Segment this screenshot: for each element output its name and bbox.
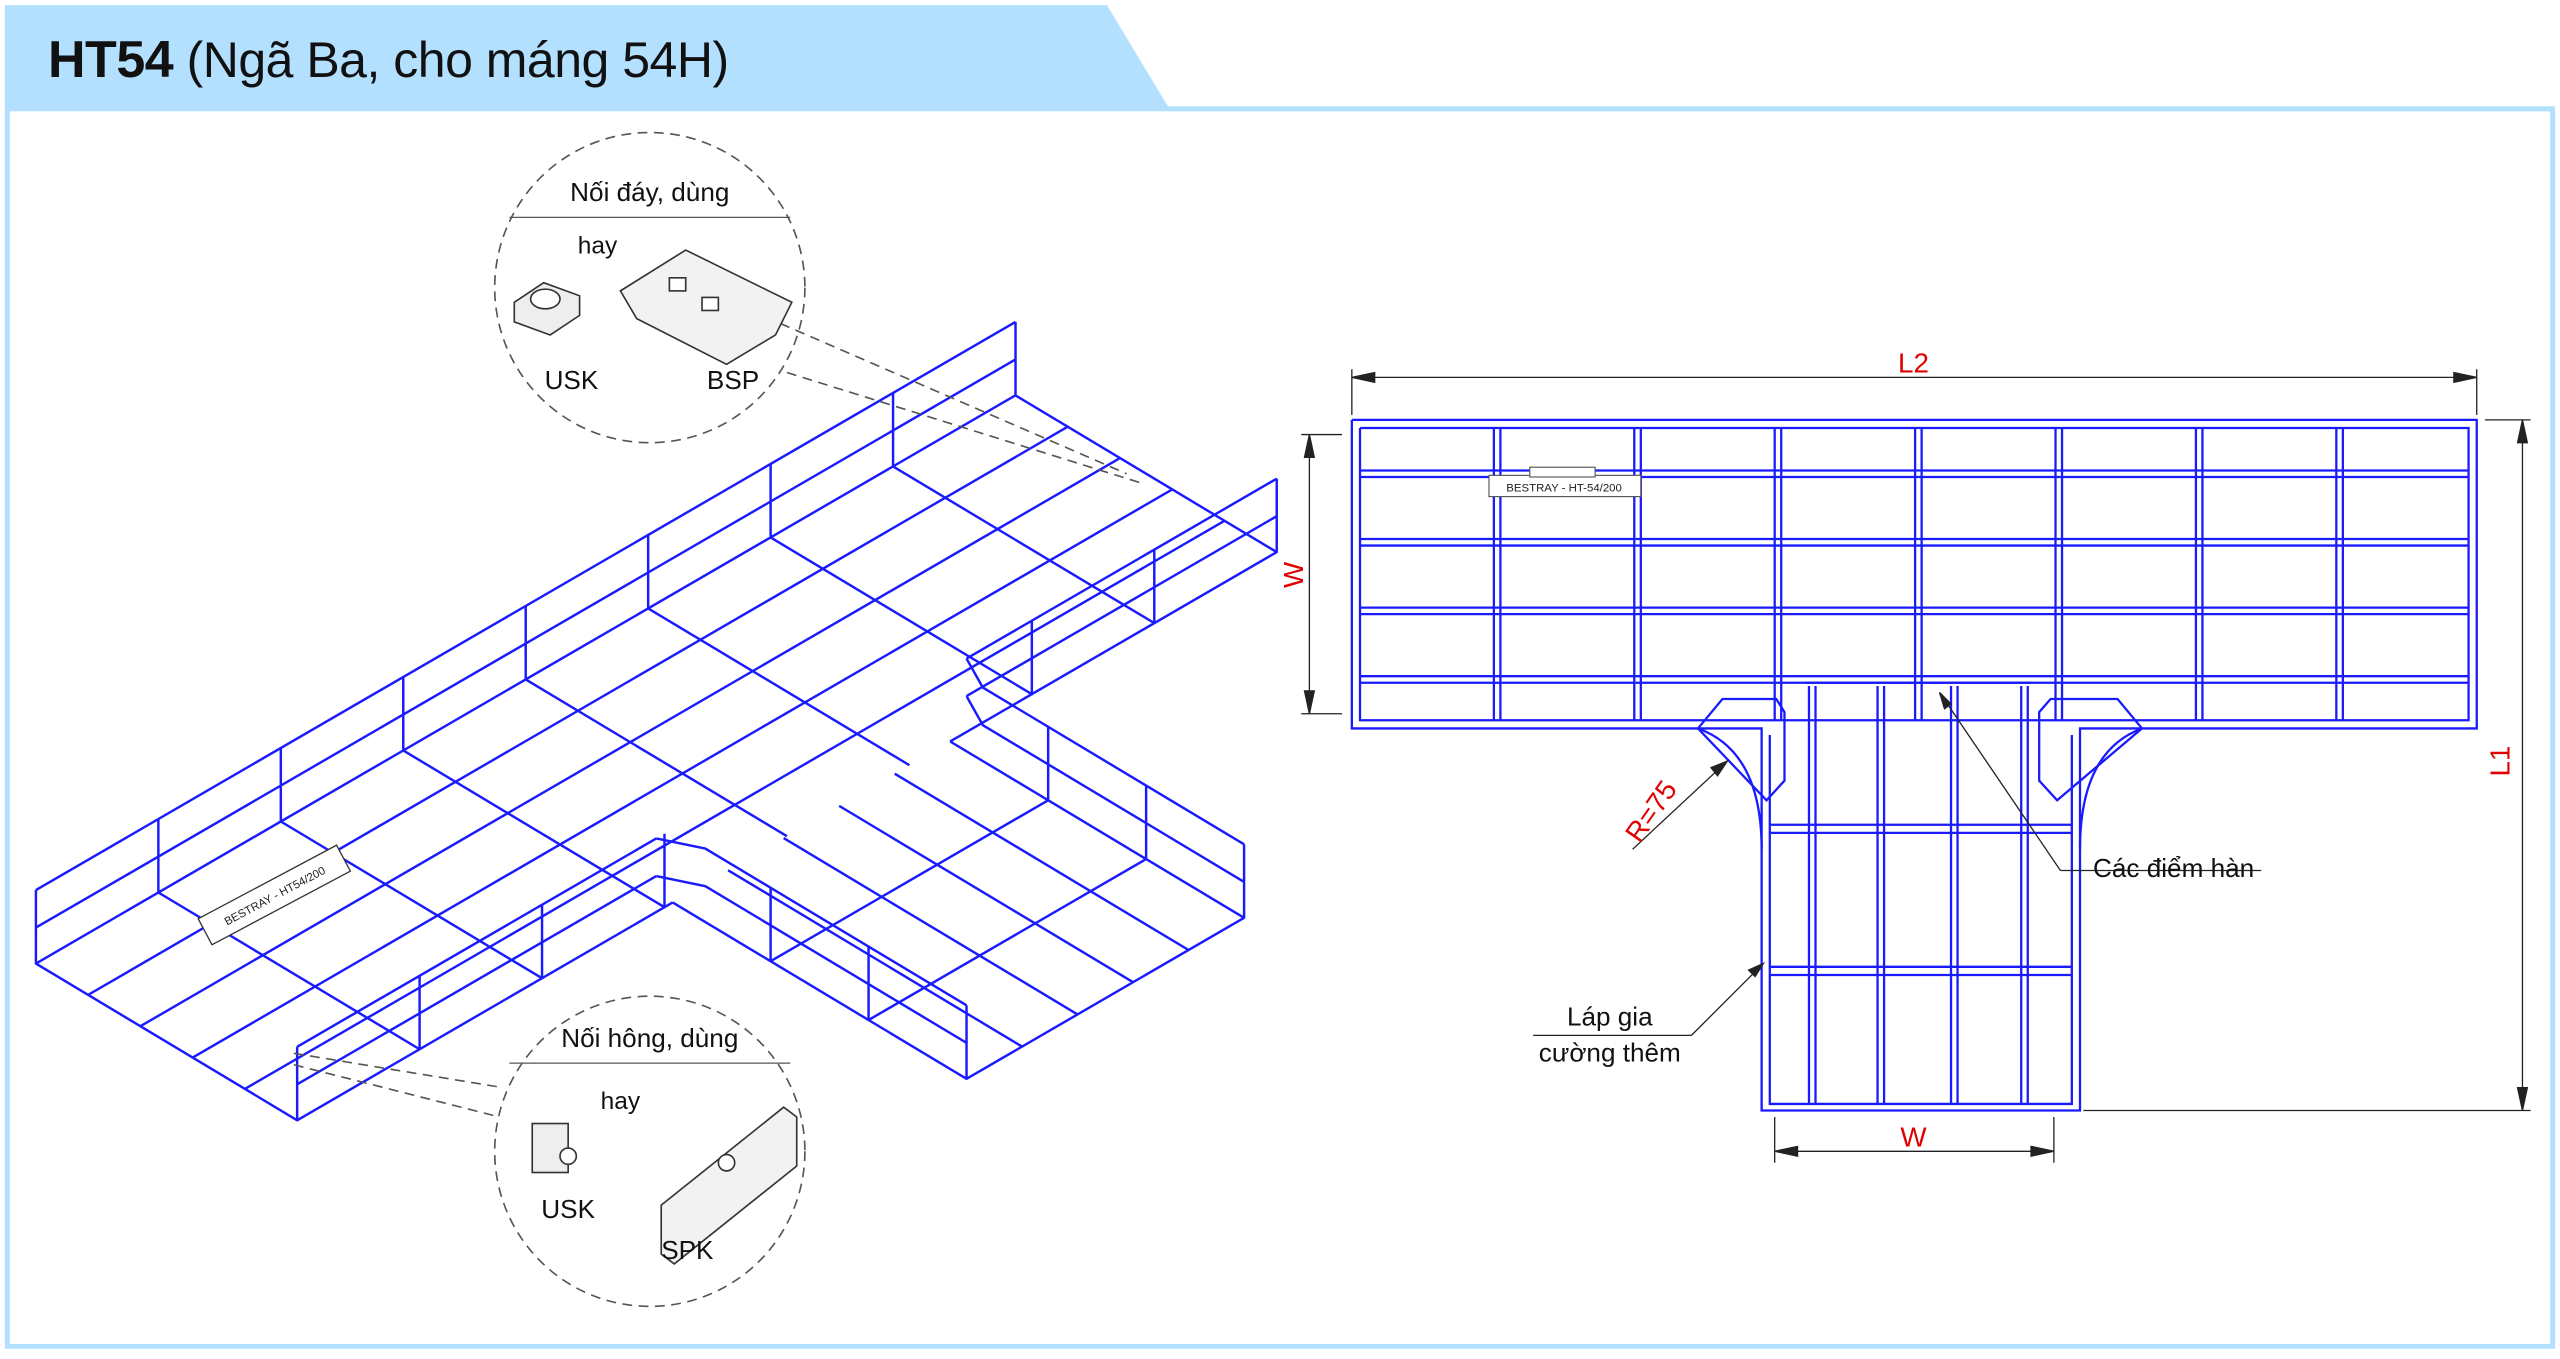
reinforcement-label-1: Láp gia: [1567, 1002, 1653, 1032]
iso-label-plate: BESTRAY - HT54/200: [197, 844, 352, 946]
iso-branch-side: [965, 657, 1245, 846]
iso-branch-side: [656, 837, 968, 1007]
iso-side-wire: [965, 477, 1278, 660]
iso-cross-wire: [402, 677, 666, 909]
dim-l2-label: L2: [1898, 348, 1929, 379]
dim-w-side-label: W: [1278, 561, 1309, 588]
iso-branch-wire: [783, 837, 1079, 1016]
plan-branch-inner: [1768, 734, 2073, 1106]
iso-cross-wire: [891, 392, 1156, 625]
plan-tray-label: BESTRAY - HT-54/200: [1506, 483, 1622, 495]
iso-cross-wire: [769, 463, 1034, 696]
iso-side-wire: [296, 874, 657, 1086]
iso-cross-wire: [1014, 321, 1278, 554]
iso-branch-cross: [867, 785, 1148, 1022]
iso-side-wire: [965, 515, 1278, 698]
iso-cross-wire: [34, 890, 299, 1122]
iso-cross-wire: [279, 748, 544, 980]
iso-cross-wire: [646, 534, 911, 767]
iso-cross-wire: [524, 605, 788, 838]
iso-branch-wire: [894, 772, 1190, 952]
iso-branch-cross: [965, 844, 1246, 1081]
callout-bottom-or: hay: [578, 232, 618, 259]
plan-inner-outline: [1358, 426, 2470, 722]
plan-reinforcement-left: [1697, 697, 1786, 802]
usk-clamp-icon: [513, 281, 581, 336]
callout-bottom-option1: USK: [545, 365, 599, 395]
plan-label-plate: BESTRAY - HT-54/200: [1488, 466, 1642, 498]
dimensions: [1301, 369, 2531, 1163]
callout-side-joint: Nối hông, dùng hay USK SPK: [293, 995, 806, 1308]
reinforcement-label-2: cường thêm: [1539, 1037, 1681, 1067]
plan-reinforcement-right: [2038, 697, 2143, 802]
iso-cross-wire: [157, 819, 421, 1051]
weld-points-label: Các điểm hàn: [2093, 853, 2254, 883]
plan-curve-right: [2078, 727, 2143, 850]
iso-branch-side: [656, 874, 968, 1044]
callout-side-option2: SPK: [661, 1235, 714, 1265]
callout-bottom-option2: BSP: [707, 365, 759, 395]
iso-branch-wire: [672, 901, 968, 1080]
plan-outline: [1350, 418, 2478, 1112]
product-subtitle: (Ngã Ba, cho máng 54H): [186, 32, 730, 88]
iso-branch-wire: [949, 740, 1245, 919]
iso-branch-side: [965, 695, 1245, 883]
bsp-connector-icon: [619, 249, 793, 366]
callout-side-title: Nối hông, dùng: [561, 1023, 738, 1053]
usk-clamp-icon: [531, 1122, 578, 1174]
iso-branch-wire: [727, 869, 1023, 1048]
header-band: [4, 5, 1169, 109]
iso-branch-wire: [838, 804, 1134, 984]
page-title: HT54 (Ngã Ba, cho máng 54H): [48, 30, 729, 90]
spk-connector-icon: [660, 1106, 798, 1265]
iso-wire: [949, 551, 1278, 743]
product-code: HT54: [48, 31, 174, 89]
callout-bottom-title: Nối đáy, dùng: [570, 177, 729, 207]
plan-view-tee-tray: [1350, 418, 2478, 1112]
dim-w-bottom-label: W: [1900, 1121, 1927, 1152]
dim-l1-label: L1: [2484, 746, 2515, 777]
iso-branch-cross: [769, 726, 1050, 963]
plan-curve-left: [1697, 727, 1763, 850]
callout-bottom-joint: Nối đáy, dùng hay USK BSP: [493, 131, 1144, 485]
iso-wire: [296, 901, 674, 1122]
callout-side-option1: USK: [541, 1194, 595, 1224]
callout-side-or: hay: [601, 1088, 641, 1115]
